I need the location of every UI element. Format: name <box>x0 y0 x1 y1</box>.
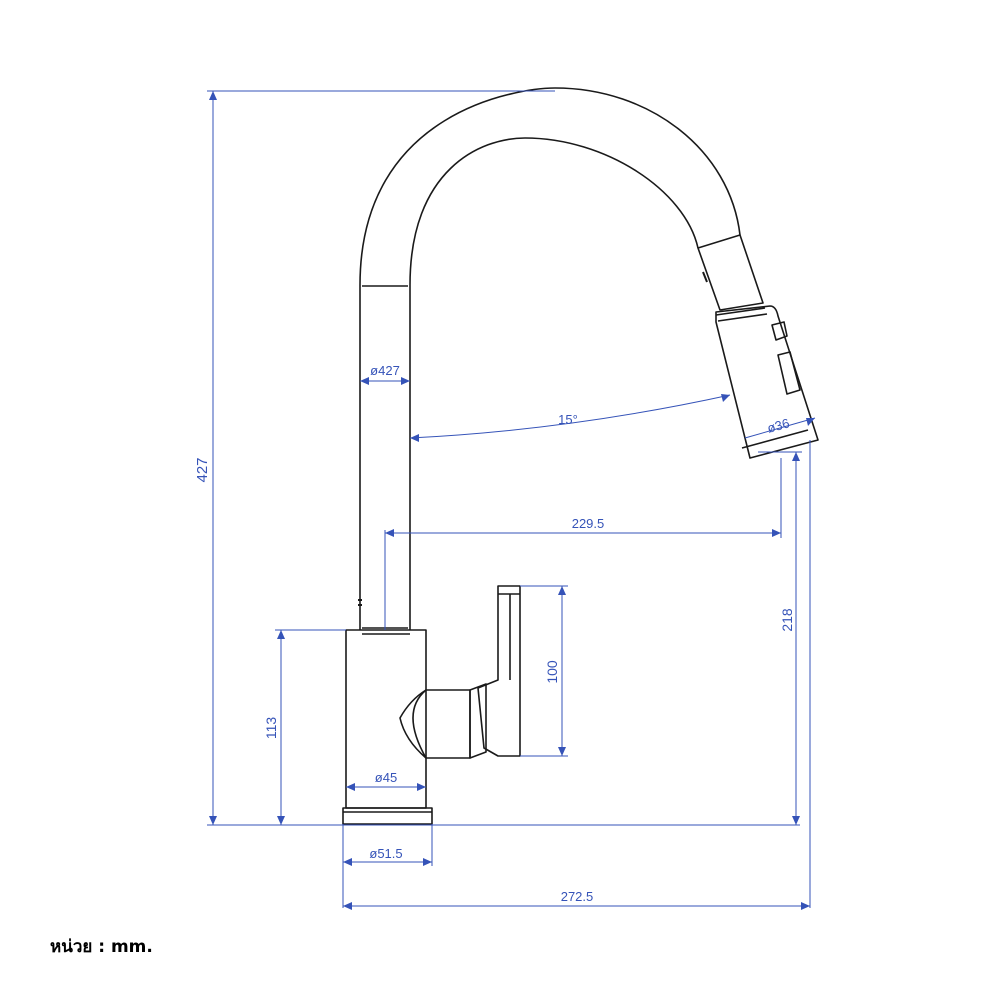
handle-height-label: 100 <box>544 660 560 684</box>
arrow <box>792 452 800 461</box>
arrow <box>360 377 369 385</box>
arrow <box>772 529 781 537</box>
handle-hub-curve <box>412 689 427 759</box>
arrow <box>209 91 217 100</box>
swivel-angle-label: 15° <box>558 412 578 427</box>
spray-button-side <box>777 351 801 395</box>
hose-band <box>715 307 766 316</box>
spout-reach-label: 229.5 <box>572 516 605 531</box>
spout-inner-line <box>409 137 699 630</box>
arrow <box>277 816 285 825</box>
arrow <box>792 816 800 825</box>
dimension-lines <box>207 90 816 908</box>
hose-pin <box>702 271 708 283</box>
total-height-label: 427 <box>194 457 211 482</box>
unit-note: หน่วย : mm. <box>50 937 153 957</box>
arrow <box>417 783 426 791</box>
handle-neck <box>469 683 487 759</box>
spray-diameter-label: ø36 <box>765 415 791 436</box>
arrow <box>806 418 815 426</box>
arrow <box>558 586 566 595</box>
handle-lever <box>477 585 521 757</box>
body-height-label: 113 <box>263 717 279 740</box>
spray-diameter-line <box>744 417 816 439</box>
spout-outer-line <box>359 87 741 630</box>
arrow <box>209 816 217 825</box>
arrow <box>346 783 355 791</box>
spray-button-top <box>771 321 788 341</box>
handle-hub <box>399 689 471 759</box>
spout-diameter-label: ø427 <box>370 363 400 378</box>
body-diameter-label: ø45 <box>375 770 397 785</box>
arrow <box>721 394 730 402</box>
arrow <box>558 747 566 756</box>
arrow <box>801 902 810 910</box>
arrow <box>423 858 432 866</box>
arrow <box>343 858 352 866</box>
spout-joint-mark <box>358 599 362 606</box>
hose-band-2 <box>717 313 768 322</box>
arrow <box>277 630 285 639</box>
total-depth-label: 272.5 <box>561 889 594 904</box>
dimension-labels: 427 113 ø427 15° 229.5 ø36 218 100 ø45 ø… <box>194 363 795 904</box>
arrow <box>385 529 394 537</box>
faucet-base <box>342 807 433 825</box>
spray-face-line <box>741 429 809 449</box>
arrow <box>410 434 419 442</box>
base-diameter-label: ø51.5 <box>369 846 402 861</box>
arrow <box>401 377 410 385</box>
spray-head <box>715 305 819 459</box>
arrow <box>343 902 352 910</box>
outlet-height-label: 218 <box>779 608 795 632</box>
faucet-outline <box>342 87 819 825</box>
hose-segment <box>697 234 764 311</box>
swivel-angle-arc <box>409 394 731 439</box>
dimension-arrows <box>209 91 815 910</box>
